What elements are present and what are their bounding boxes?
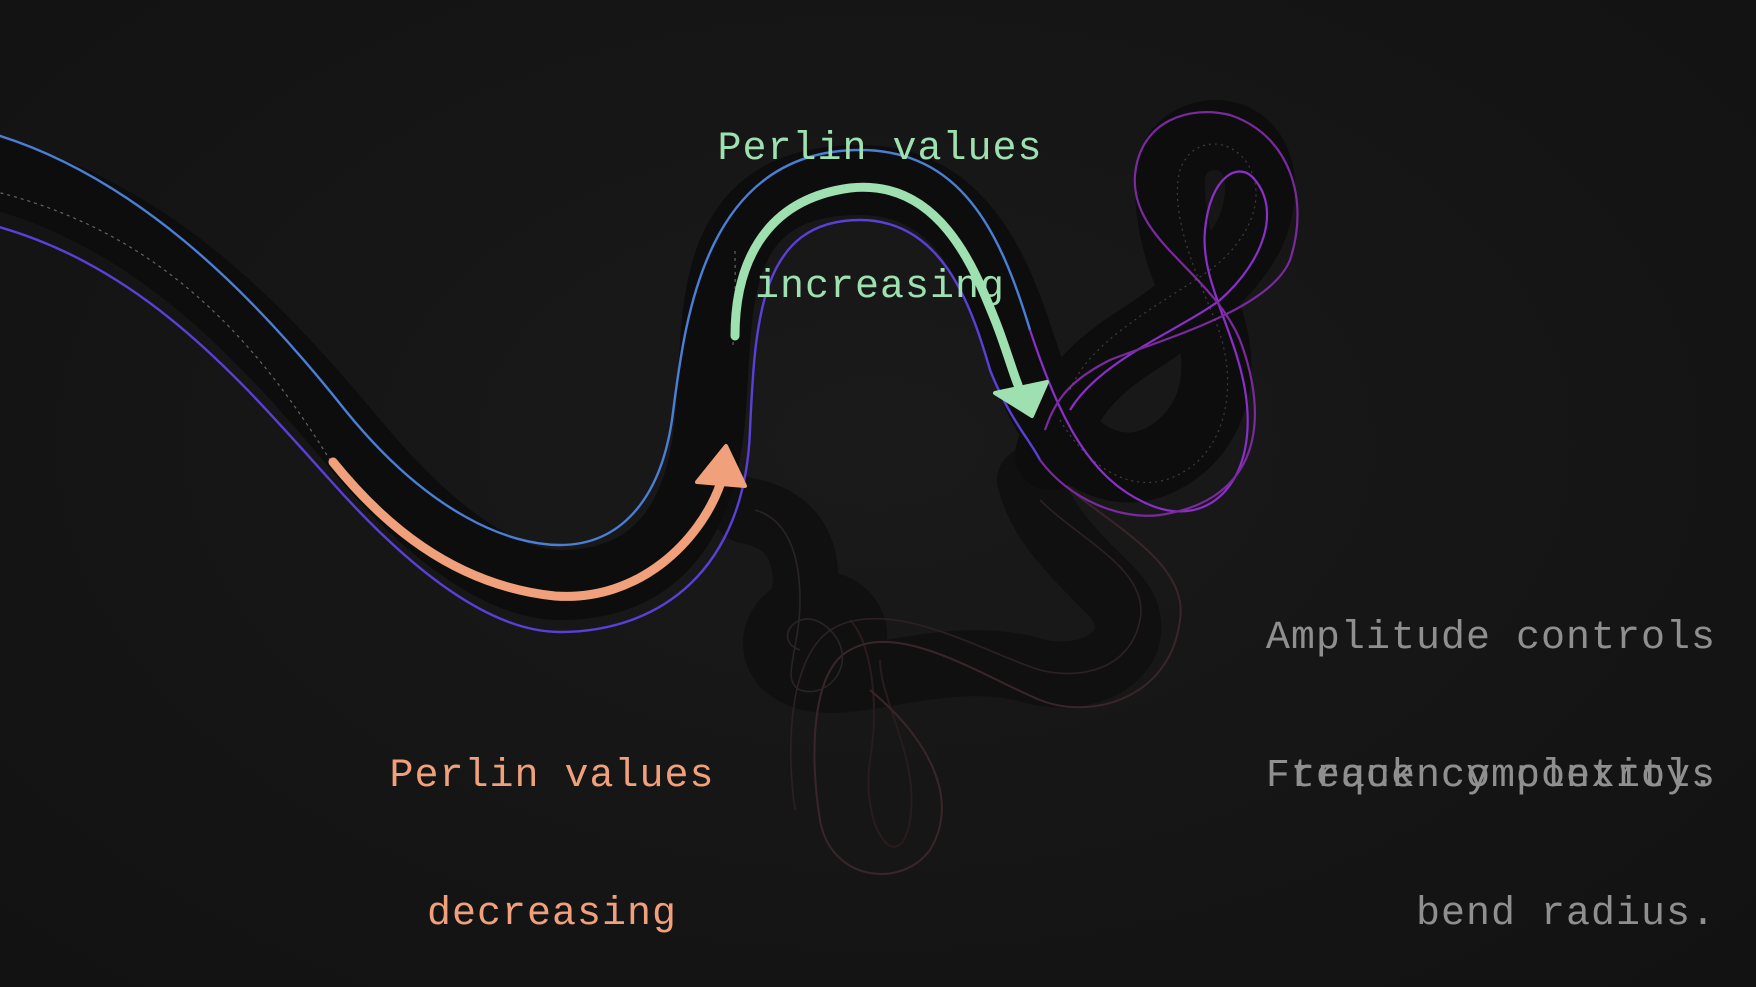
decreasing-label: Perlin values decreasing (312, 662, 792, 987)
track-edge-inner-left (0, 218, 1042, 634)
frequency-note-line2: bend radius. (1415, 892, 1716, 937)
amplitude-note: Amplitude controls track complexity. (1266, 524, 1716, 892)
decreasing-arrow-shaft (328, 457, 725, 601)
amplitude-note-line1: Amplitude controls (1265, 616, 1716, 661)
track-edge-inner-right (1039, 111, 1299, 517)
decreasing-arrow (328, 444, 747, 601)
increasing-label: Perlin values increasing (640, 35, 1120, 403)
increasing-arrow-shaft (730, 182, 1023, 390)
increasing-label-line1: Perlin values (717, 127, 1043, 172)
increasing-label-line2: increasing (754, 265, 1006, 310)
track-edge-outer-left (0, 134, 1032, 547)
decreasing-label-line2: decreasing (426, 892, 678, 937)
increasing-arrow (730, 182, 1049, 418)
increasing-arrow-head arrow-down-right-icon (993, 380, 1049, 418)
amplitude-note-line2: track complexity. (1290, 754, 1716, 799)
faint-track-tail (712, 447, 1182, 875)
frequency-note-line1: Frequency controls (1265, 754, 1716, 799)
decreasing-label-line1: Perlin values (389, 754, 715, 799)
frequency-note: Frequency controls bend radius. (1266, 662, 1716, 987)
track-edge-outer-right (1028, 170, 1269, 513)
decreasing-arrow-head arrow-up-icon (695, 444, 747, 488)
faint-swirl (754, 509, 844, 693)
track-centerline (0, 192, 736, 461)
faint-loop-edge (849, 619, 913, 848)
faint-outer-edge (813, 479, 1182, 875)
faint-inner-edge (789, 499, 1142, 811)
